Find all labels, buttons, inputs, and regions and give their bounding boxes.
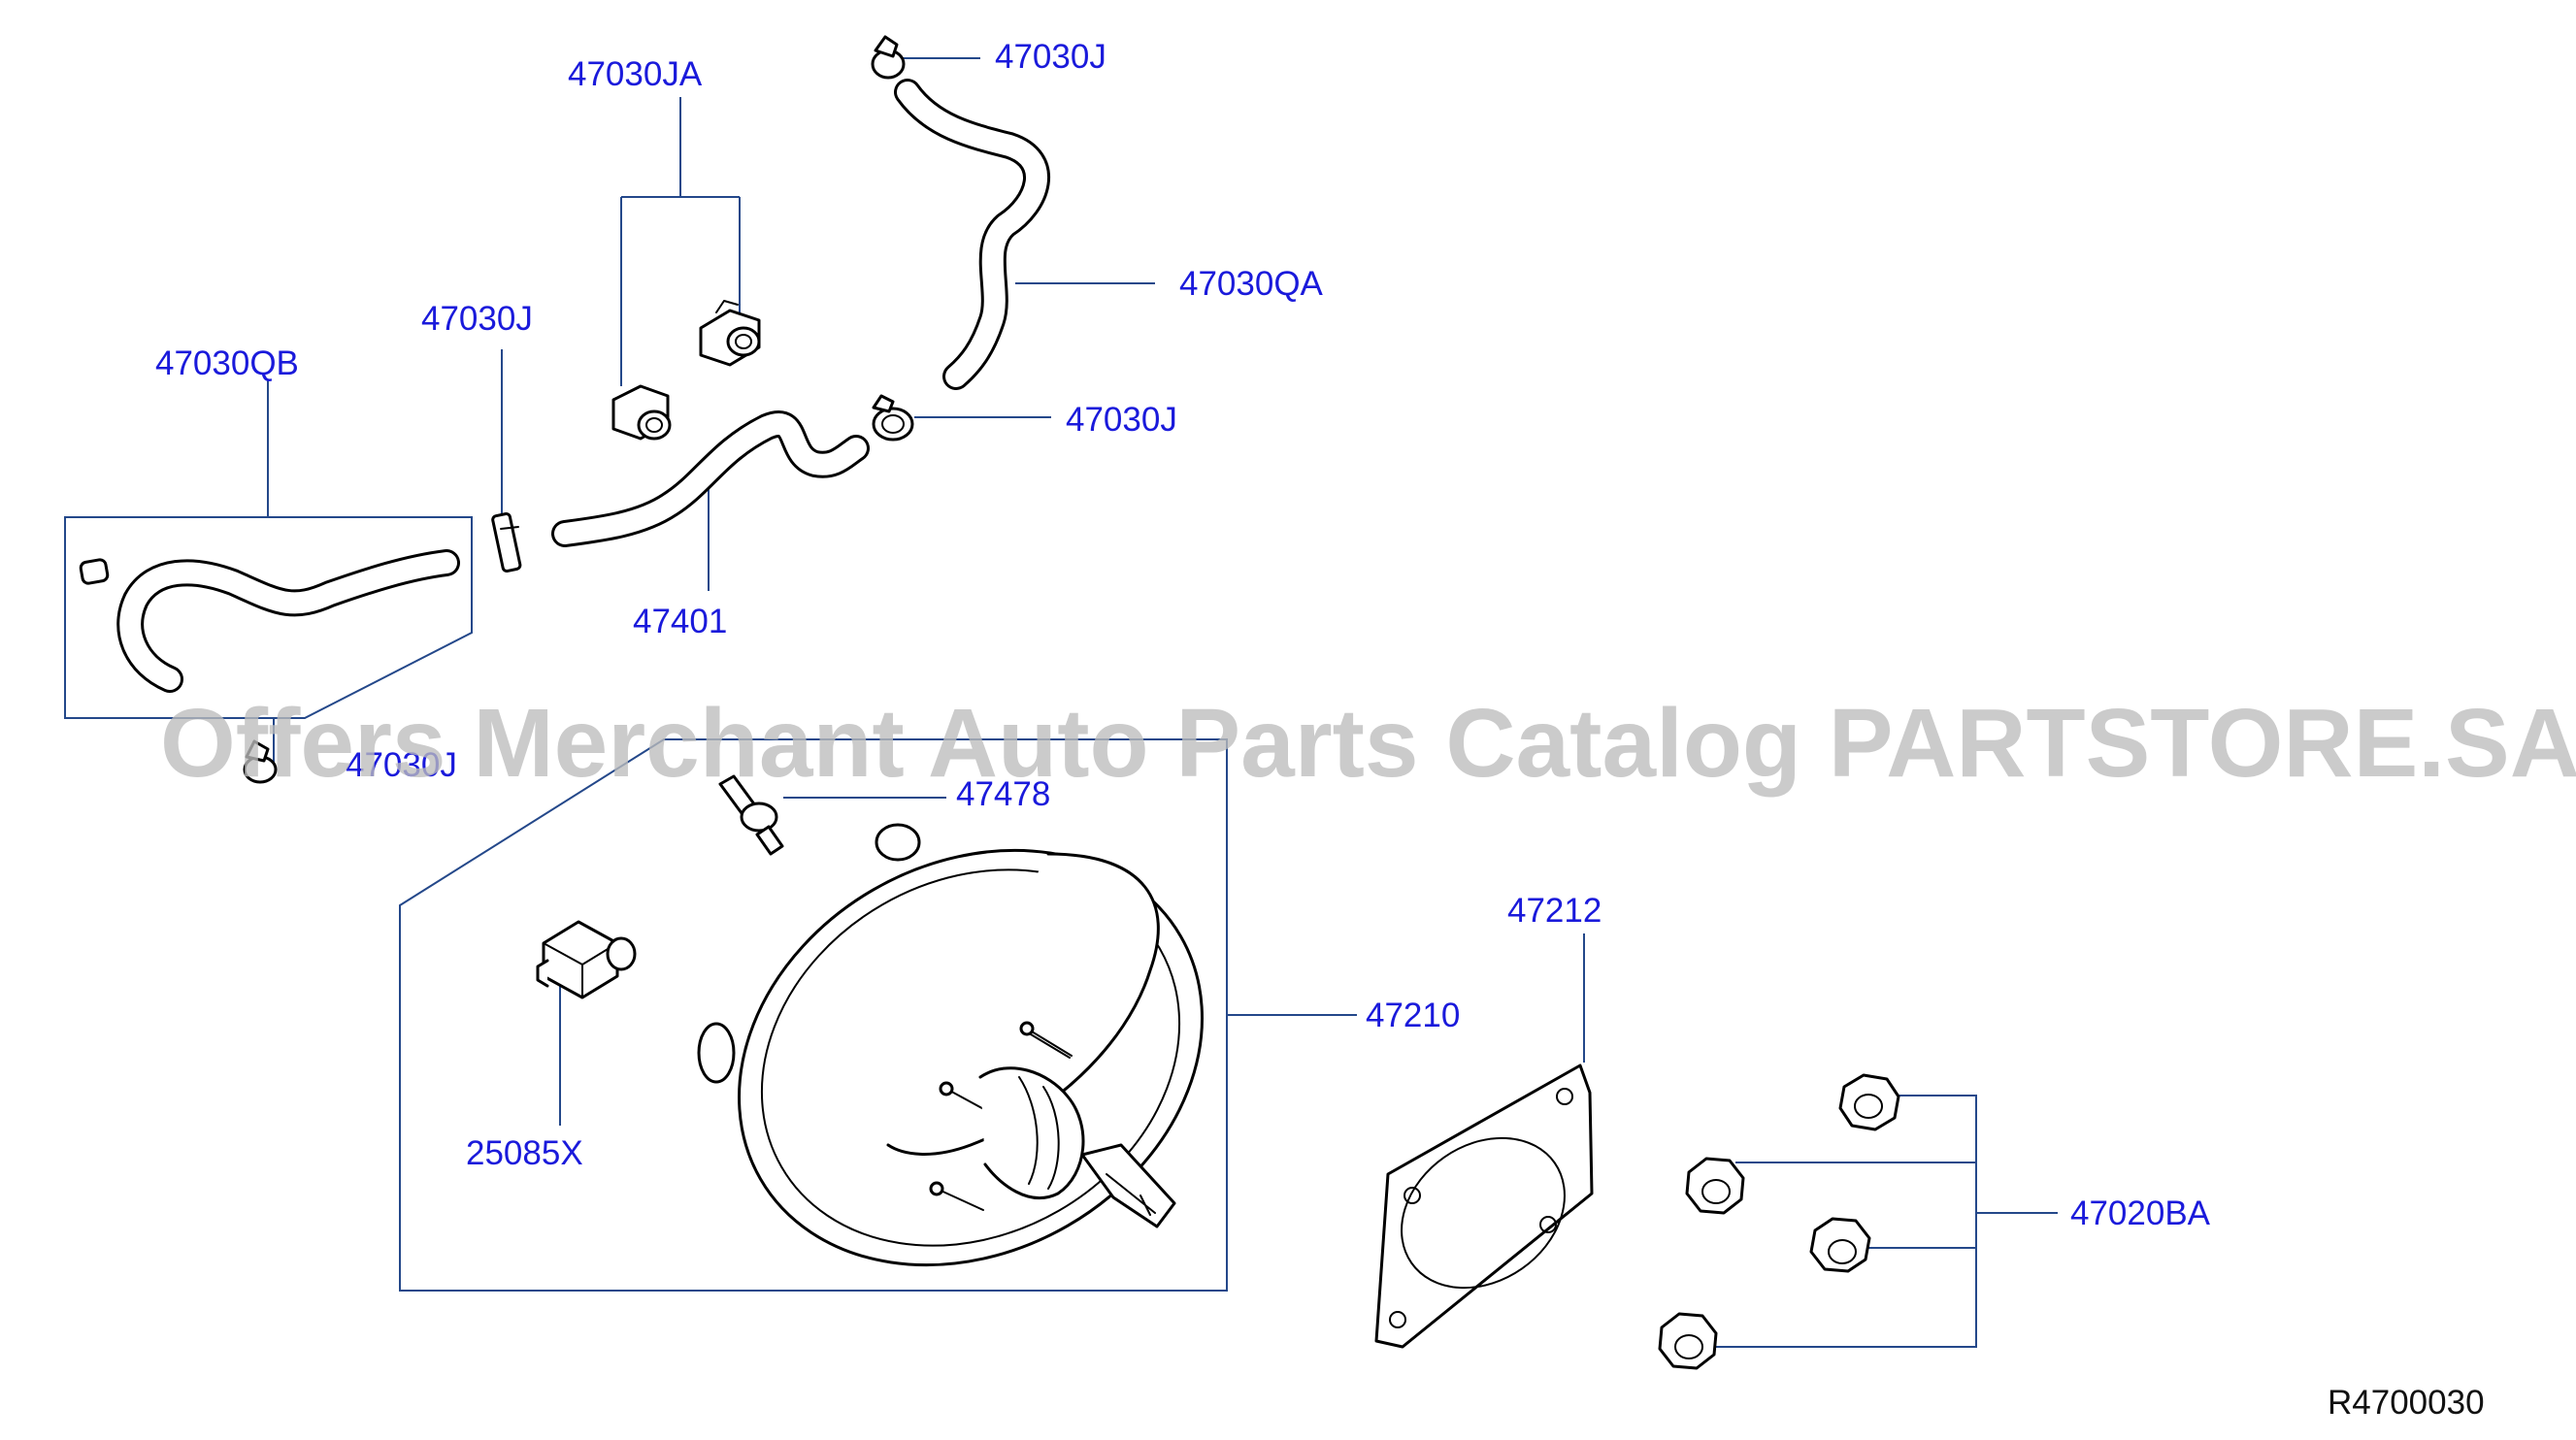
part-labels: 47030JA 47030J 47030QA 47030J 47030QB 47… bbox=[155, 38, 2211, 1232]
sensor-25085x-icon bbox=[536, 920, 637, 999]
leader-lines bbox=[64, 57, 2058, 1348]
nut-2-icon bbox=[1685, 1157, 1745, 1215]
clamp-top-icon bbox=[871, 35, 906, 80]
watermark-text: Offers Merchant Auto Parts Catalog PARTS… bbox=[160, 689, 2576, 798]
label-47030j-mid: 47030J bbox=[1066, 401, 1177, 439]
check-valve-lower-icon bbox=[611, 384, 672, 441]
label-47401: 47401 bbox=[633, 603, 727, 640]
hose-47030qa bbox=[894, 79, 1050, 390]
brake-booster-icon bbox=[697, 823, 1204, 1267]
label-47210: 47210 bbox=[1366, 997, 1460, 1034]
hose-47030qb bbox=[116, 549, 460, 693]
label-47030j-low: 47030J bbox=[346, 746, 457, 784]
label-47030qa: 47030QA bbox=[1179, 265, 1324, 303]
label-47030qb: 47030QB bbox=[155, 344, 299, 382]
clamp-right-icon bbox=[872, 394, 914, 442]
nut-1-icon bbox=[1838, 1073, 1900, 1131]
nut-4-icon bbox=[1658, 1312, 1718, 1370]
check-valve-47478-icon bbox=[718, 774, 784, 856]
diagram-reference-code: R4700030 bbox=[2328, 1384, 2485, 1422]
label-47478: 47478 bbox=[956, 775, 1050, 813]
plug-icon bbox=[79, 558, 110, 585]
clamp-left-icon bbox=[491, 512, 522, 573]
label-47212: 47212 bbox=[1507, 892, 1602, 930]
label-47030ja: 47030JA bbox=[568, 55, 703, 93]
label-47030j-left: 47030J bbox=[421, 300, 533, 338]
clamp-low-icon bbox=[243, 739, 278, 784]
nut-3-icon bbox=[1809, 1217, 1871, 1273]
label-47020ba: 47020BA bbox=[2070, 1195, 2211, 1232]
label-47030j-top: 47030J bbox=[995, 38, 1106, 76]
gasket-47212-icon bbox=[1374, 1064, 1594, 1349]
check-valve-upper-icon bbox=[699, 300, 761, 367]
hose-47401 bbox=[551, 410, 870, 547]
label-25085x: 25085X bbox=[466, 1134, 583, 1172]
